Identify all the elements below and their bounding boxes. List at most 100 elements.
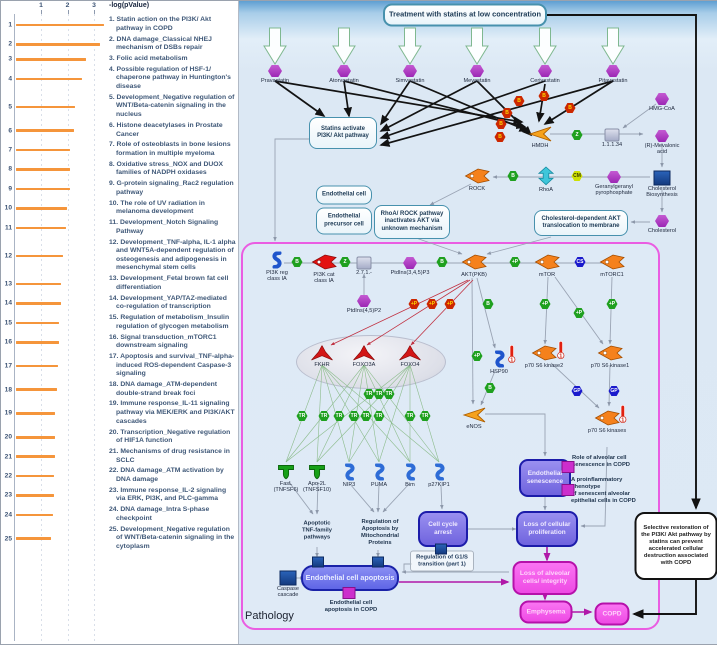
- hsp90-icon: [493, 350, 506, 368]
- chart-bar: [15, 77, 82, 81]
- foxo3a-icon: [353, 344, 375, 361]
- modifier-hex-pP-icon: +P: [539, 299, 551, 309]
- modifier-hex-pP-icon: +P: [471, 351, 483, 361]
- alveolar-senescence-note: Role of alveolar cell senescence in COPD: [572, 454, 630, 468]
- cholesterol-icon: [655, 215, 669, 227]
- pathway-name: 24. DNA damage_Intra S-phase checkpoint: [109, 506, 210, 522]
- modifier-hex-TR-icon: TR: [363, 389, 375, 399]
- modifier-hex-B-icon: B: [482, 299, 494, 309]
- statin-arrow-icon: [533, 27, 557, 65]
- row-number: 15: [4, 319, 12, 327]
- modifier-hex-B-icon: B: [495, 119, 507, 129]
- modifier-hex-TR-icon: TR: [348, 411, 360, 421]
- modifier-hex-TR-icon: TR: [333, 411, 345, 421]
- svg-text:1: 1: [621, 418, 624, 424]
- selective-restoration-box: Selective restoration of the PI3K/ Akt p…: [634, 512, 717, 580]
- pathway-name: 5. Development_Negative regulation of WN…: [109, 93, 235, 119]
- chart-bar: [15, 321, 60, 325]
- ec-2-7-1-icon: [356, 256, 372, 270]
- pathway-name: 25. Development_Negative regulation of W…: [109, 525, 235, 550]
- modifier-hex-B-icon: B: [494, 132, 506, 142]
- endothelial-cell-box: Endothelial cell: [316, 185, 372, 205]
- tick-label: 2: [65, 2, 70, 9]
- mtor-icon: [534, 254, 560, 271]
- tick-label: 3: [92, 2, 96, 9]
- apoptosis-copd-note: Endothelial cell apoptosis in COPD: [324, 599, 378, 613]
- pathway-name: 14. Development_YAP/TAZ-mediated co-regu…: [109, 294, 227, 311]
- pathway-name: 22. DNA damage_ATM activation by DNA dam…: [109, 467, 224, 484]
- pathway-name: 13. Development_Fetal brown fat cell dif…: [109, 275, 229, 291]
- row-number: 21: [4, 453, 12, 461]
- caspase-cascade-link-label: Caspase cascade: [276, 585, 300, 598]
- row-number: 17: [4, 362, 12, 370]
- statin-cerivastatin-label: Cerivastatin: [530, 78, 560, 84]
- statin-pravastatin-label: Pravastatin: [261, 78, 289, 84]
- statin-pitavastatin-label: Pitavastatin: [598, 78, 628, 84]
- pathway-name: 15. Regulation of metabolism_Insulin reg…: [109, 314, 230, 330]
- statin-pravastatin-icon: [268, 65, 282, 77]
- copd-box: COPD: [594, 602, 630, 626]
- pathway-name: 8. Oxidative stress_NOX and DUOX familie…: [109, 160, 224, 177]
- chart-title: -log(pValue): [109, 2, 150, 9]
- ptdins45p2-label: PtdIns(4,5)P2: [346, 308, 382, 314]
- pathway-name: 16. Signal transduction_mTORC1 downstrea…: [109, 333, 217, 350]
- row-number: 4: [8, 75, 12, 83]
- hmdh-icon: [528, 126, 552, 142]
- hmg-coa-label: HMG-CoA: [649, 106, 675, 112]
- akt-pkb-label: AKT(PKB): [461, 271, 487, 278]
- foxo3a-label: FOXO3A: [352, 361, 376, 368]
- p70-s6-kinases-icon: [594, 410, 620, 427]
- tick-mark: [67, 10, 69, 14]
- statin-arrow-icon: [263, 27, 287, 65]
- apo-2l-icon: [308, 464, 326, 480]
- endothelial-senescence-box: Endothelial senescence: [519, 459, 571, 497]
- row-number: 12: [4, 252, 12, 260]
- p27kip1-label: p27KIP1: [428, 481, 450, 488]
- akt-pkb-icon: [461, 254, 487, 271]
- chart-bar: [15, 455, 56, 458]
- pathway-name: 1. Statin action on the PI3K/ Akt pathwa…: [109, 16, 212, 32]
- enos-icon: [462, 407, 486, 423]
- expression-thermometer-icon: 1: [556, 340, 566, 360]
- chart-bar: [15, 168, 70, 171]
- ptdins45p2-icon: [357, 295, 371, 307]
- chart-bar: [15, 254, 64, 258]
- statin-arrow-icon: [332, 27, 356, 65]
- pi3k-reg-icon: [271, 251, 284, 269]
- statin-atorvastatin-icon: [337, 65, 351, 77]
- mevalonic-acid-label: (R)-Mevalonic acid: [644, 143, 680, 156]
- endothelial-precursor-box: Endothelial precursor cell: [316, 207, 372, 235]
- chart-bar: [15, 340, 60, 344]
- pathway-name: 11. Development_Notch Signaling Pathway: [109, 219, 219, 235]
- modifier-hex-pP-icon: +P: [426, 299, 438, 309]
- chart-bar: [15, 412, 56, 415]
- chart-bar: [15, 474, 54, 478]
- chart-bar: [15, 494, 54, 497]
- pi3k-reg-label: PI3K reg class IA: [266, 269, 288, 282]
- y-axis: [14, 14, 15, 641]
- row-number: 2: [8, 40, 12, 48]
- statin-atorvastatin-label: Atorvastatin: [329, 78, 359, 84]
- row-number: 14: [4, 299, 12, 307]
- row-number: 24: [4, 511, 12, 519]
- puma-label: PUMA: [370, 481, 388, 488]
- pathway-name: 21. Mechanisms of drug resistance in SCL…: [109, 447, 230, 464]
- caspase-cascade-link-icon: [279, 570, 297, 586]
- ptdins345p3-label: PtdIns(3,4,5)P3: [390, 270, 430, 276]
- expression-thermometer-icon: 1: [618, 404, 628, 424]
- cell-cycle-arrest-box: Cell cycle arrest: [418, 511, 468, 547]
- pathway-link-square-icon: [312, 556, 324, 568]
- mtorc1-label: mTORC1: [600, 271, 624, 278]
- copd-link-square-icon: [342, 587, 356, 599]
- pathway-name: 4. Possible regulation of HSF-1/ chapero…: [109, 65, 231, 91]
- chart-bar: [15, 105, 76, 109]
